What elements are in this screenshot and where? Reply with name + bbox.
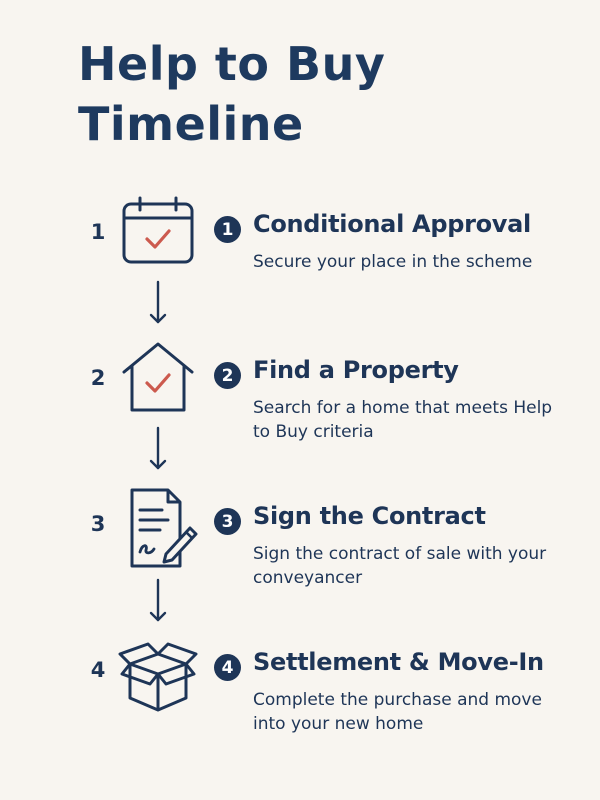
calendar-check-icon <box>122 196 194 264</box>
down-arrow-icon <box>149 280 167 324</box>
step-description: Complete the purchase and move into your… <box>253 690 542 734</box>
step-title: Find a Property <box>253 356 459 384</box>
timeline-step-1: 1 1 Conditional Approval Secure your pla… <box>0 196 600 306</box>
step-number: 3 <box>90 512 106 536</box>
step-description: Search for a home that meets Help to Buy… <box>253 398 553 442</box>
step-number: 1 <box>90 220 106 244</box>
step-title: Conditional Approval <box>253 210 531 238</box>
step-title: Settlement & Move-In <box>253 648 544 676</box>
timeline-step-2: 2 2 Find a Property Search for a home th… <box>0 342 600 452</box>
title-line-1: Help to Buy <box>78 37 386 91</box>
step-badge: 2 <box>214 362 241 389</box>
down-arrow-icon <box>149 426 167 470</box>
house-check-icon <box>122 342 194 412</box>
timeline-step-3: 3 3 Sign the Contract Sign the contract … <box>0 488 600 598</box>
step-title: Sign the Contract <box>253 502 486 530</box>
title-line-2: Timeline <box>78 97 304 151</box>
step-badge: 3 <box>214 508 241 535</box>
step-number: 4 <box>90 658 106 682</box>
step-badge: 4 <box>214 654 241 681</box>
step-badge: 1 <box>214 216 241 243</box>
open-box-icon <box>118 642 198 712</box>
step-description: Secure your place in the scheme <box>253 252 533 272</box>
page-title: Help to Buy Timeline <box>78 34 385 154</box>
step-number: 2 <box>90 366 106 390</box>
timeline-step-4: 4 4 Settlement & Move-In Complete the pu… <box>0 634 600 744</box>
contract-pen-icon <box>130 488 198 568</box>
down-arrow-icon <box>149 578 167 622</box>
step-description: Sign the contract of sale with your conv… <box>253 544 547 588</box>
